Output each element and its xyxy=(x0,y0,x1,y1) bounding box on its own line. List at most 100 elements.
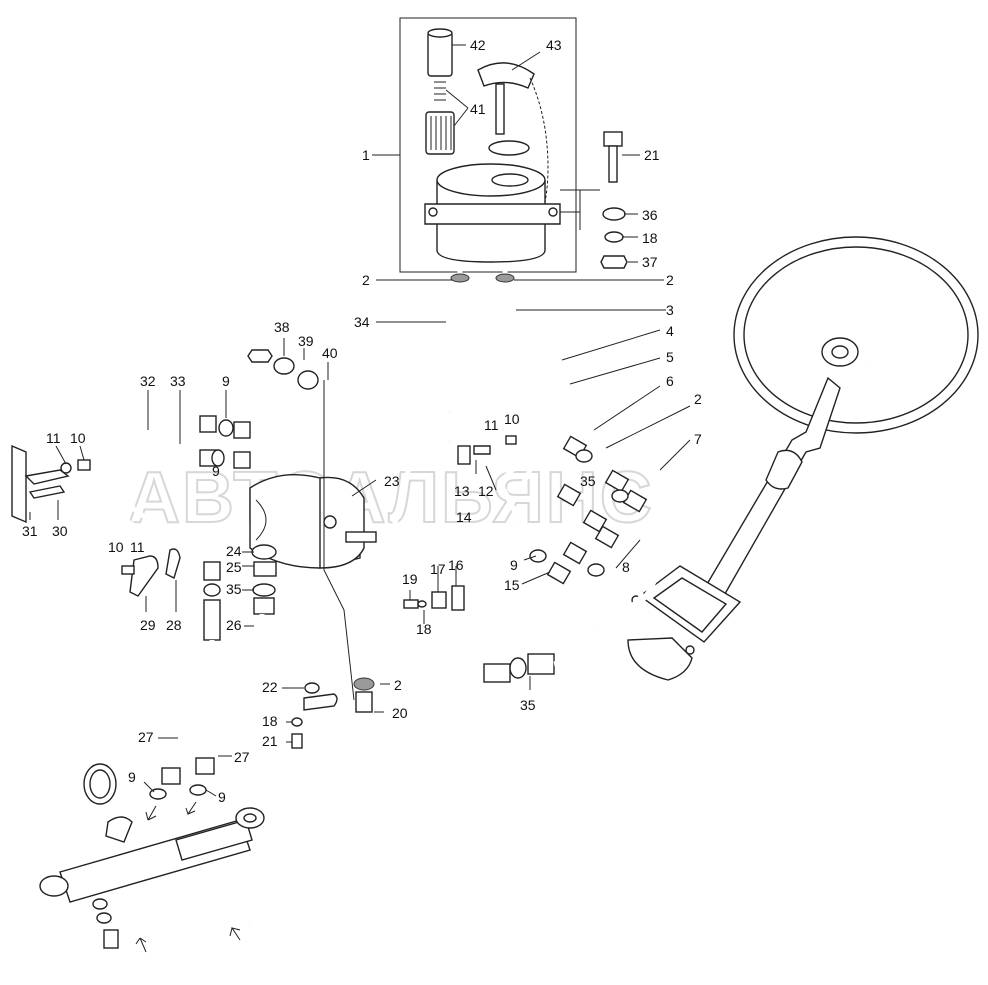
callout-label: 29 xyxy=(140,617,156,633)
callout-labels: 1 42 43 41 21 36 18 37 2 2 34 3 4 5 6 2 … xyxy=(22,37,702,805)
bolt-10 xyxy=(505,435,517,445)
callout-label: 10 xyxy=(70,430,86,446)
bracket-31 xyxy=(11,444,70,524)
callout-label: 41 xyxy=(470,101,486,117)
fitting xyxy=(483,663,511,683)
callout-label: 33 xyxy=(170,373,186,389)
callout-label: 9 xyxy=(128,769,136,785)
clamp-28 xyxy=(165,548,181,579)
callout-label: 8 xyxy=(622,559,630,575)
nut-37 xyxy=(600,255,628,269)
flow-arrow xyxy=(145,805,157,821)
callout-label: 35 xyxy=(226,581,242,597)
callout-label: 21 xyxy=(262,733,278,749)
clip-12 xyxy=(473,445,491,455)
flow-arrow xyxy=(185,801,197,816)
fitting xyxy=(161,767,181,785)
hose-clamp xyxy=(353,677,375,691)
callout-label: 40 xyxy=(322,345,338,361)
callout-label: 27 xyxy=(138,729,154,745)
o-ring xyxy=(218,419,234,437)
callout-label: 18 xyxy=(262,713,278,729)
callout-label: 1 xyxy=(362,147,370,163)
callout-label: 22 xyxy=(262,679,278,695)
callout-label: 10 xyxy=(504,411,520,427)
callout-label: 6 xyxy=(666,373,674,389)
callout-label: 42 xyxy=(470,37,486,53)
callout-label: 5 xyxy=(666,349,674,365)
callout-label: 9 xyxy=(510,557,518,573)
flow-arrow xyxy=(135,937,147,953)
callout-label: 24 xyxy=(226,543,242,559)
callout-label: 26 xyxy=(226,617,242,633)
callout-label: 31 xyxy=(22,523,38,539)
callout-label: 39 xyxy=(298,333,314,349)
dipstick-cap xyxy=(477,62,549,209)
callout-label: 37 xyxy=(642,254,658,270)
callout-label: 9 xyxy=(212,463,220,479)
callout-label: 18 xyxy=(642,230,658,246)
callout-label: 35 xyxy=(520,697,536,713)
callout-label: 43 xyxy=(546,37,562,53)
clip-17 xyxy=(431,591,447,609)
fittings-cluster xyxy=(529,435,648,585)
callout-label: 2 xyxy=(362,272,370,288)
callout-label: 25 xyxy=(226,559,242,575)
callout-label: 21 xyxy=(644,147,660,163)
callout-label: 14 xyxy=(456,509,472,525)
callout-label: 17 xyxy=(430,561,446,577)
callout-label: 11 xyxy=(484,417,499,433)
callout-label: 2 xyxy=(694,391,702,407)
washer-36 xyxy=(602,207,626,221)
hose-clamp xyxy=(450,273,470,283)
callout-label: 7 xyxy=(694,431,702,447)
fitting xyxy=(199,415,217,433)
fitting xyxy=(233,421,251,439)
callout-label: 2 xyxy=(394,677,402,693)
lock-washer xyxy=(604,231,624,243)
bolt xyxy=(121,565,135,575)
fitting xyxy=(233,451,251,469)
callout-label: 10 xyxy=(108,539,124,555)
leader-lines xyxy=(29,44,691,797)
callout-label: 16 xyxy=(448,557,464,573)
steering-column xyxy=(699,376,841,607)
o-ring xyxy=(203,583,221,597)
o-ring-24 xyxy=(251,544,277,560)
steering-wheel xyxy=(733,236,979,434)
bolt xyxy=(77,459,91,471)
washer xyxy=(60,462,72,474)
o-ring-35 xyxy=(252,583,276,597)
oil-reservoir xyxy=(424,163,561,263)
clip-16 xyxy=(451,585,465,611)
washer-18 xyxy=(291,717,303,727)
callout-label: 23 xyxy=(384,473,400,489)
bolt xyxy=(603,131,623,183)
callout-label: 20 xyxy=(392,705,408,721)
fitting xyxy=(195,757,215,775)
clamp-29 xyxy=(129,555,159,597)
callout-label: 9 xyxy=(222,373,230,389)
callout-label: 11 xyxy=(130,539,145,555)
o-ring xyxy=(509,657,527,679)
callout-label: 34 xyxy=(354,314,370,330)
callout-label: 4 xyxy=(666,323,674,339)
callout-label: 28 xyxy=(166,617,182,633)
washer-40 xyxy=(297,370,319,390)
fitting xyxy=(253,597,275,615)
callout-label: 13 xyxy=(454,483,470,499)
callout-label: 2 xyxy=(666,272,674,288)
hydraulic-pump xyxy=(249,473,377,569)
callout-label: 36 xyxy=(642,207,658,223)
callout-label: 11 xyxy=(46,430,61,446)
o-ring-22 xyxy=(304,682,320,694)
o-ring xyxy=(488,140,530,156)
fitting-20 xyxy=(355,691,373,713)
callout-label: 30 xyxy=(52,523,68,539)
bolt-19 xyxy=(403,599,419,609)
callout-label: 15 xyxy=(504,577,520,593)
hose-clamp xyxy=(495,273,515,283)
callout-label: 32 xyxy=(140,373,156,389)
o-ring xyxy=(211,449,225,467)
